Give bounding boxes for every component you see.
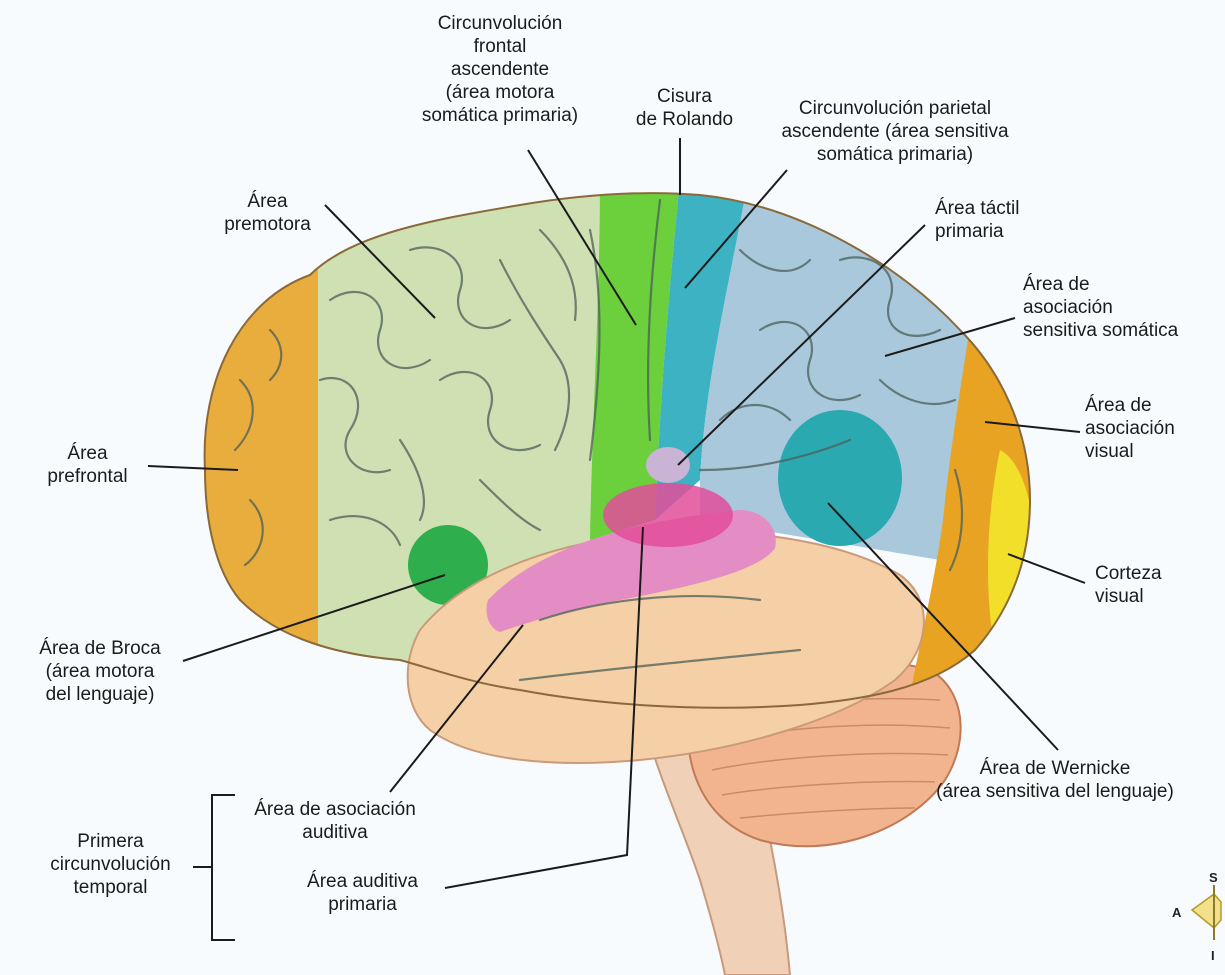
leader-asociacion-somatica — [884, 317, 1016, 357]
label-area-wernicke: Área de Wernicke (área sensitiva del len… — [936, 758, 1174, 802]
leader-area-tactil — [677, 224, 926, 466]
leader-asociacion-visual — [984, 421, 1081, 433]
label-area-tactil: Área táctil primaria — [935, 198, 1020, 242]
region-wernicke — [778, 410, 902, 546]
label-frontal-ascendente: Circunvolución frontal ascendente (área … — [421, 13, 579, 126]
region-somatosensory — [655, 193, 750, 520]
gyri-texture — [233, 198, 964, 682]
leader-area-broca — [182, 574, 446, 662]
leader-corteza-visual — [1007, 553, 1086, 584]
label-parietal-ascendente: Circunvolución parietal ascendente (área… — [781, 98, 1009, 165]
region-auditory-primary — [603, 483, 733, 547]
label-asociacion-visual: Área de asociación visual — [1085, 395, 1175, 462]
orientation-superior: S — [1209, 870, 1218, 885]
orientation-marker — [1190, 885, 1222, 940]
region-broca — [408, 525, 488, 605]
label-auditiva-primaria: Área auditiva primaria — [307, 871, 418, 915]
leader-area-premotora — [324, 204, 436, 319]
leader-frontal-ascendente — [527, 149, 637, 326]
label-asociacion-somatica: Área de asociación sensitiva somática — [1023, 274, 1179, 341]
label-cisura-rolando: Cisura de Rolando — [635, 86, 734, 130]
leader-parietal-ascendente — [684, 169, 788, 289]
leader-auditiva-primaria — [444, 526, 644, 889]
label-area-prefrontal: Área prefrontal — [47, 443, 128, 487]
orientation-inferior: I — [1211, 948, 1215, 963]
orientation-anterior: A — [1172, 905, 1182, 920]
leader-area-prefrontal — [147, 465, 239, 471]
leader-area-wernicke — [827, 502, 1059, 751]
label-primera-circunvolucion: Primera circunvolución temporal — [50, 831, 171, 898]
label-asociacion-auditiva: Área de asociación auditiva — [254, 799, 416, 843]
leader-lines — [147, 138, 1086, 941]
region-tactile — [646, 447, 690, 483]
label-corteza-visual: Corteza visual — [1095, 563, 1162, 607]
label-area-premotora: Área premotora — [224, 191, 311, 235]
label-area-broca: Área de Broca (área motora del lenguaje) — [39, 638, 161, 705]
leader-asociacion-auditiva — [389, 624, 524, 793]
